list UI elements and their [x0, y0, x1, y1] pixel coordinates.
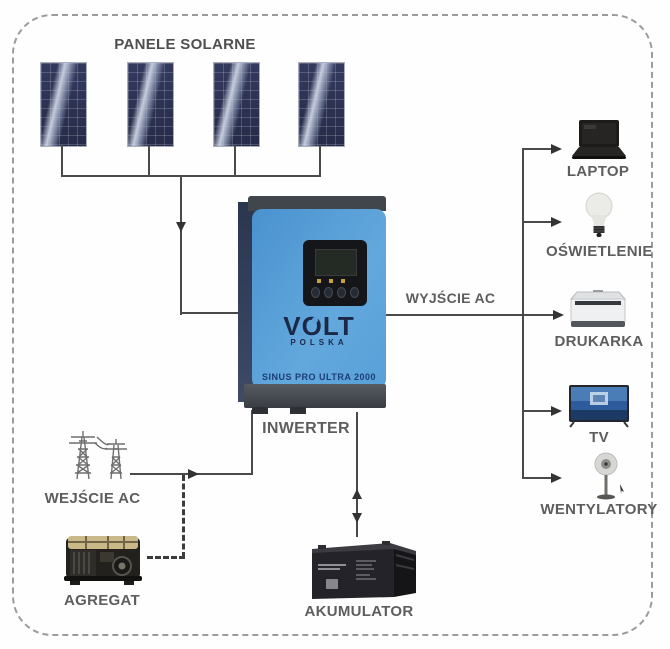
battery-label: AKUMULATOR — [304, 603, 414, 620]
inverter-foot — [252, 407, 268, 414]
printer-icon — [569, 290, 627, 327]
wire-ac-input-riser — [251, 410, 253, 475]
arrow-right-icon — [188, 469, 199, 479]
led-indicators — [317, 279, 353, 283]
laptop-icon — [572, 120, 626, 159]
brand-sublabel: POLSKA — [290, 338, 348, 347]
inverter-model-text: SINUS PRO ULTRA 2000 — [261, 372, 377, 382]
wire-solar-to-inverter — [180, 175, 182, 315]
inverter-top-panel — [248, 196, 386, 211]
arrow-right-icon — [553, 310, 564, 320]
control-buttons — [311, 287, 359, 298]
wire-solar-bus — [61, 175, 321, 177]
wire-panel-drop — [319, 145, 321, 176]
wire-device-bus — [522, 148, 524, 479]
brand-logo-dot — [312, 317, 318, 323]
ac-input-label: WEJŚCIE AC — [44, 490, 141, 507]
solar-panel-icon — [298, 62, 345, 147]
fan-icon — [594, 452, 624, 500]
solar-panel-icon — [127, 62, 174, 147]
lightbulb-icon — [585, 192, 613, 237]
wire-branch-fans — [522, 477, 553, 479]
solar-panel-icon — [213, 62, 260, 147]
device-label-tv: TV — [589, 429, 609, 446]
solar-panels-label: PANELE SOLARNE — [114, 36, 256, 53]
inverter-label: INWERTER — [262, 420, 350, 437]
wire-solar-inlet — [181, 312, 251, 314]
wire-inverter-to-battery — [356, 412, 358, 537]
arrow-right-icon — [551, 473, 562, 483]
arrow-right-icon — [551, 144, 562, 154]
diagram-dashed-border — [12, 14, 653, 636]
lcd-screen — [315, 249, 357, 276]
wire-ac-output — [383, 314, 554, 316]
device-label-printer: DRUKARKA — [554, 333, 644, 350]
inverter-display-panel — [303, 240, 367, 306]
device-label-lighting: OŚWIETLENIE — [546, 243, 653, 260]
device-label-fans: WENTYLATORY — [540, 501, 658, 518]
generator-icon — [64, 536, 142, 585]
inverter-device: VOLT POLSKA SINUS PRO ULTRA 2000 — [238, 196, 388, 416]
brand-logo: VOLT — [283, 311, 355, 341]
battery-icon — [312, 541, 416, 599]
ac-output-label: WYJŚCIE AC — [405, 290, 496, 306]
solar-panel-icon — [40, 62, 87, 147]
inverter-front-face: VOLT POLSKA SINUS PRO ULTRA 2000 — [252, 209, 386, 389]
power-towers-icon — [69, 431, 127, 480]
wire-branch-tv — [522, 410, 553, 412]
wire-panel-drop — [234, 145, 236, 176]
arrow-up-icon — [352, 489, 362, 499]
wire-generator-dashed — [147, 556, 185, 559]
arrow-down-icon — [176, 222, 186, 232]
tv-icon — [569, 385, 629, 428]
wire-generator-dashed-riser — [182, 475, 185, 558]
wire-panel-drop — [61, 145, 63, 176]
inverter-foot — [290, 407, 306, 414]
inverter-base — [244, 384, 386, 408]
device-label-laptop: LAPTOP — [566, 163, 630, 180]
wire-panel-drop — [148, 145, 150, 176]
arrow-right-icon — [551, 217, 562, 227]
wire-branch-laptop — [522, 148, 553, 150]
wire-branch-lighting — [522, 221, 553, 223]
arrow-right-icon — [551, 406, 562, 416]
generator-label: AGREGAT — [64, 592, 140, 609]
arrow-down-icon — [352, 513, 362, 523]
